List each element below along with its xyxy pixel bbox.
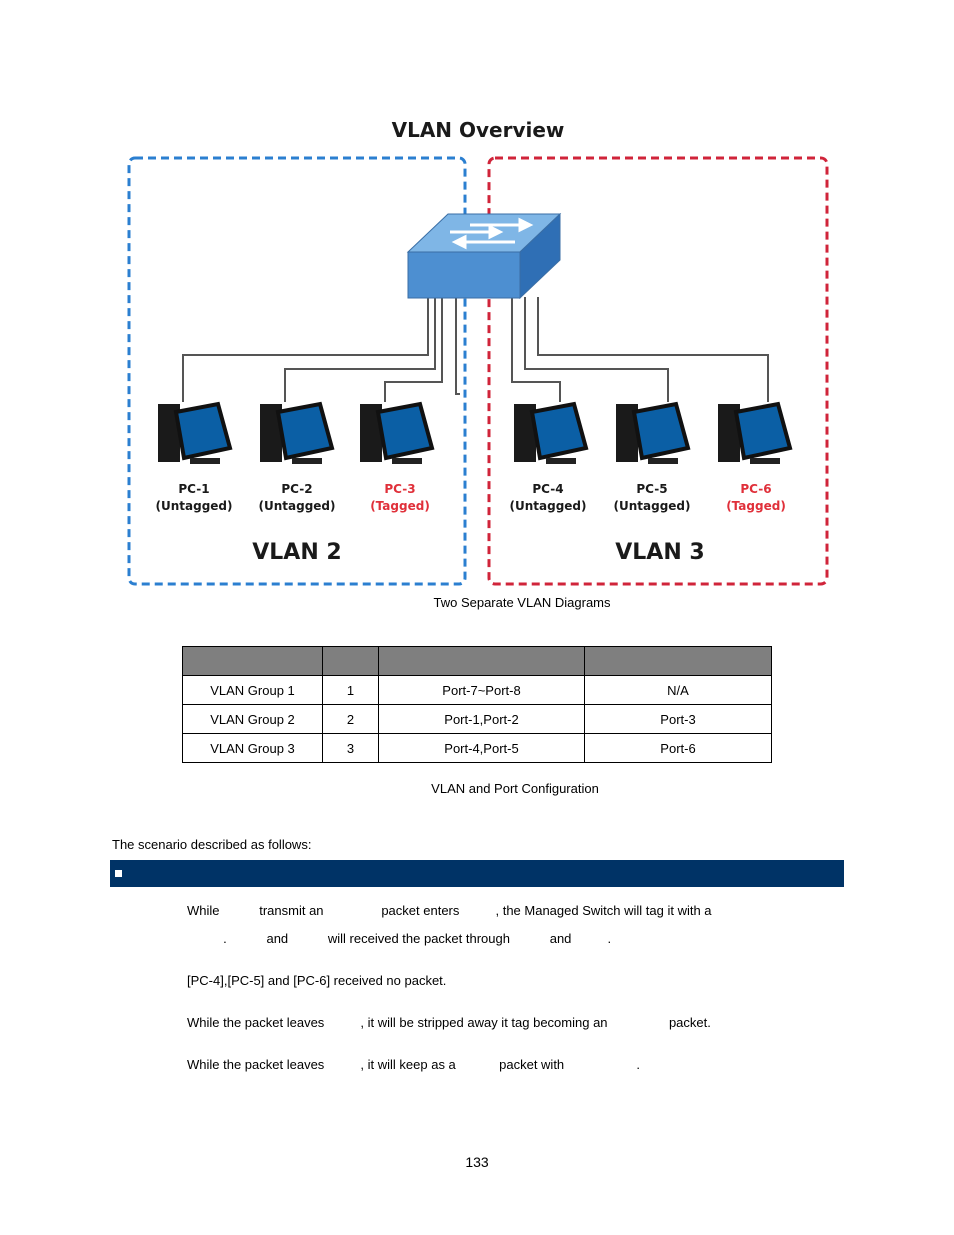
vlan3-label: VLAN 3: [615, 540, 704, 565]
network-switch-icon: [406, 212, 562, 300]
pc-5-icon: [616, 401, 691, 464]
paragraph-3: [PC-4],[PC-5] and [PC-6] received no pac…: [187, 973, 447, 988]
table-cell: Port-3: [584, 704, 772, 734]
table-cell: Port-4,Port-5: [378, 733, 585, 763]
pc-4-name: PC-4: [532, 482, 563, 496]
pc-5-name: PC-5: [636, 482, 667, 496]
pc-4-icon: [514, 401, 589, 464]
vlan-port-config-table: VLAN Group 1 1 Port-7~Port-8 N/A VLAN Gr…: [182, 646, 772, 763]
table-cell: 3: [322, 733, 379, 763]
pc-3-mode: (Tagged): [370, 499, 430, 513]
table-header-cell: [182, 646, 323, 676]
table-cell: Port-1,Port-2: [378, 704, 585, 734]
table-cell: VLAN Group 1: [182, 675, 323, 705]
table-header-cell: [584, 646, 772, 676]
table-row: VLAN Group 2 2 Port-1,Port-2 Port-3: [182, 704, 772, 734]
pc-2-mode: (Untagged): [259, 499, 336, 513]
pc-2-name: PC-2: [281, 482, 312, 496]
diagram-title: VLAN Overview: [392, 118, 565, 142]
table-header-cell: [322, 646, 379, 676]
page-number: 133: [465, 1154, 489, 1170]
bullet-square-icon: [115, 870, 122, 877]
pc-5-mode: (Untagged): [614, 499, 691, 513]
pc-6-mode: (Tagged): [726, 499, 786, 513]
pc-1-name: PC-1: [178, 482, 209, 496]
table-cell: Port-6: [584, 733, 772, 763]
pc-3-name: PC-3: [384, 482, 415, 496]
vlan2-region: [127, 156, 467, 586]
pc-4-mode: (Untagged): [510, 499, 587, 513]
table-cell: Port-7~Port-8: [378, 675, 585, 705]
table-cell: 1: [322, 675, 379, 705]
vlan3-region: [487, 156, 829, 586]
pc-1-mode: (Untagged): [156, 499, 233, 513]
table-cell: N/A: [584, 675, 772, 705]
table-cell: VLAN Group 3: [182, 733, 323, 763]
paragraph-2: . and will received the packet through a…: [187, 931, 612, 946]
table-header-cell: [378, 646, 585, 676]
section-header-bar: [110, 860, 844, 887]
pc-3-icon: [360, 401, 435, 464]
table-header-row: [182, 646, 772, 676]
scenario-intro: The scenario described as follows:: [112, 837, 312, 852]
paragraph-5: While the packet leaves , it will keep a…: [187, 1057, 641, 1072]
table-cell: 2: [322, 704, 379, 734]
pc-6-name: PC-6: [740, 482, 771, 496]
table-caption: VLAN and Port Configuration: [431, 781, 599, 796]
vlan-overview-diagram: VLAN Overview: [127, 118, 829, 586]
pc-6-icon: [718, 401, 793, 464]
table-row: VLAN Group 1 1 Port-7~Port-8 N/A: [182, 675, 772, 705]
vlan2-label: VLAN 2: [252, 540, 341, 565]
pc-1-icon: [158, 401, 233, 464]
pc-2-icon: [260, 401, 335, 464]
table-cell: VLAN Group 2: [182, 704, 323, 734]
figure-caption: Two Separate VLAN Diagrams: [433, 595, 611, 610]
table-row: VLAN Group 3 3 Port-4,Port-5 Port-6: [182, 733, 772, 763]
paragraph-4: While the packet leaves , it will be str…: [187, 1015, 711, 1030]
cables: [182, 297, 769, 402]
paragraph-1: While transmit an packet enters , the Ma…: [187, 903, 712, 918]
